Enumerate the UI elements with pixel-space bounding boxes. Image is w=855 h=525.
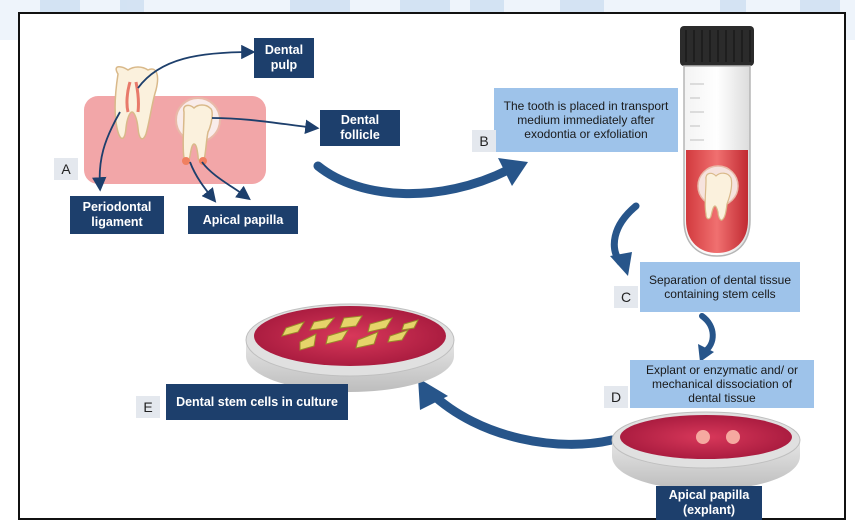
step-letter-d: D	[604, 386, 628, 408]
flow-arrow-c-d	[702, 316, 713, 352]
label-step-b: The tooth is placed in transport medium …	[494, 88, 678, 152]
petri-dish-culture-icon	[246, 304, 454, 392]
label-explant: Apical papilla (explant)	[656, 486, 762, 520]
step-letter-c: C	[614, 286, 638, 308]
label-apical-papilla: Apical papilla	[188, 206, 298, 234]
step-letter-b: B	[472, 130, 496, 152]
test-tube-icon	[680, 26, 754, 256]
gum-tissue	[84, 96, 266, 184]
label-periodontal-ligament: Periodontal ligament	[70, 196, 164, 234]
label-dental-pulp: Dental pulp	[254, 38, 314, 78]
label-step-e: Dental stem cells in culture	[166, 384, 348, 420]
label-step-d: Explant or enzymatic and/ or mechanical …	[630, 360, 814, 408]
flow-arrow-a-b	[318, 166, 508, 194]
label-step-c: Separation of dental tissue containing s…	[640, 262, 800, 312]
flow-arrow-d-e	[430, 392, 612, 444]
step-letter-e: E	[136, 396, 160, 418]
label-dental-follicle: Dental follicle	[320, 110, 400, 146]
step-letter-a: A	[54, 158, 78, 180]
petri-dish-explant-icon	[612, 412, 800, 490]
